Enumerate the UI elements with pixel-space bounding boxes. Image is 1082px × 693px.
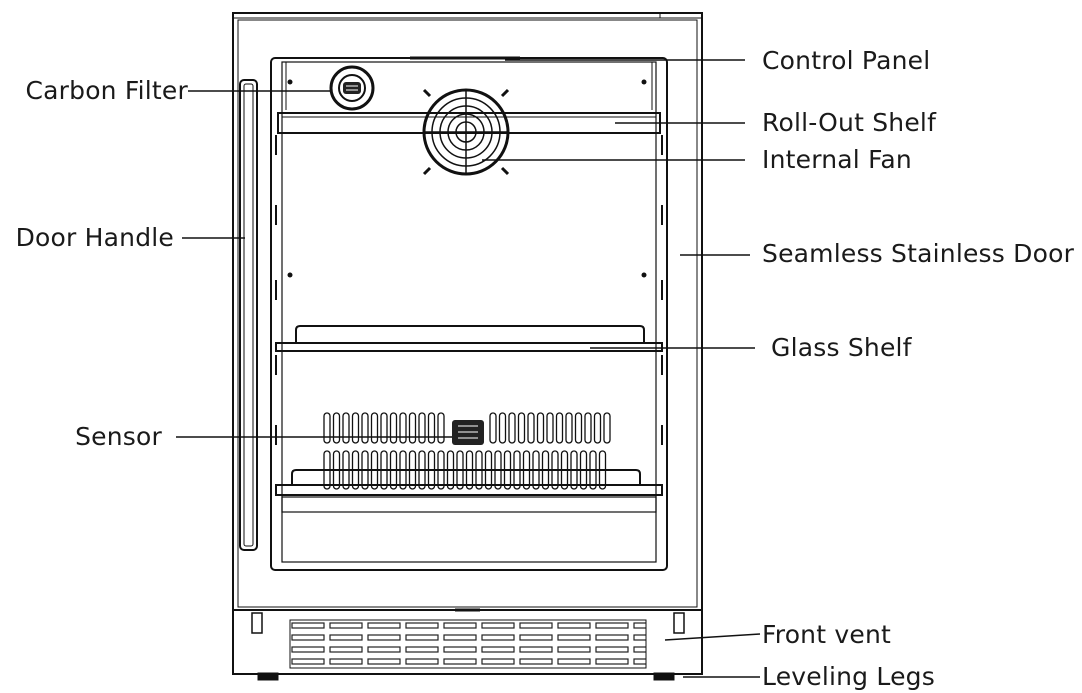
label-internal-fan: Internal Fan <box>762 145 912 174</box>
lower-basket <box>275 412 663 496</box>
internal-fan <box>422 88 510 176</box>
leader-front-vent <box>664 633 761 641</box>
door-handle <box>239 79 258 551</box>
callout-leaders <box>176 59 761 678</box>
front-vent <box>289 619 647 669</box>
label-carbon-filter: Carbon Filter <box>25 76 188 105</box>
refrigerator-door <box>232 12 703 611</box>
label-glass-shelf: Glass Shelf <box>771 333 912 362</box>
label-control-panel: Control Panel <box>762 46 931 75</box>
glass-shelf <box>275 325 663 352</box>
label-front-vent: Front vent <box>762 620 892 649</box>
kick-plate <box>232 608 703 675</box>
label-door-handle: Door Handle <box>15 223 174 252</box>
label-seamless-stainless-door: Seamless Stainless Door <box>762 239 1075 268</box>
carbon-filter <box>329 65 375 111</box>
label-roll-out-shelf: Roll-Out Shelf <box>762 108 937 137</box>
glass-window <box>270 56 668 571</box>
sensor <box>452 420 484 445</box>
label-sensor: Sensor <box>75 422 162 451</box>
leveling-legs <box>251 612 685 681</box>
label-leveling-legs: Leveling Legs <box>762 662 935 691</box>
